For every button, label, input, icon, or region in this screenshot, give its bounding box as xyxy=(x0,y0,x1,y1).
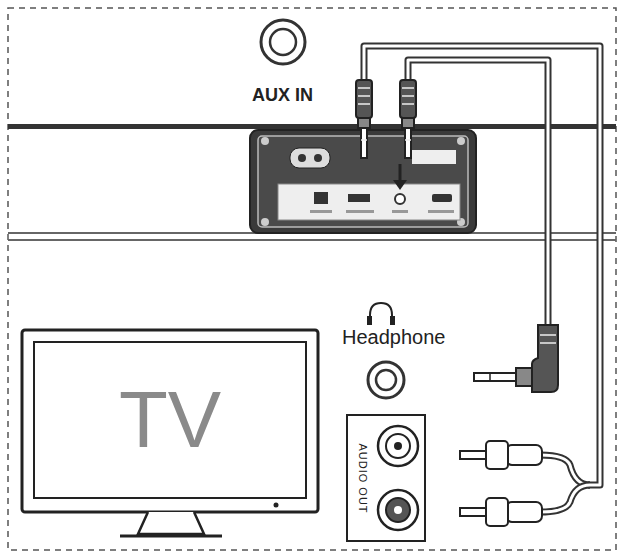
node-text: AUDIO OUT xyxy=(357,443,368,513)
audio-out-panel: AUDIO OUT xyxy=(348,416,376,540)
node-text: TV xyxy=(119,380,221,460)
jack-label: Headphone xyxy=(342,326,445,349)
tv-screen: TV xyxy=(36,344,304,496)
jack-label: AUX IN xyxy=(252,85,313,106)
